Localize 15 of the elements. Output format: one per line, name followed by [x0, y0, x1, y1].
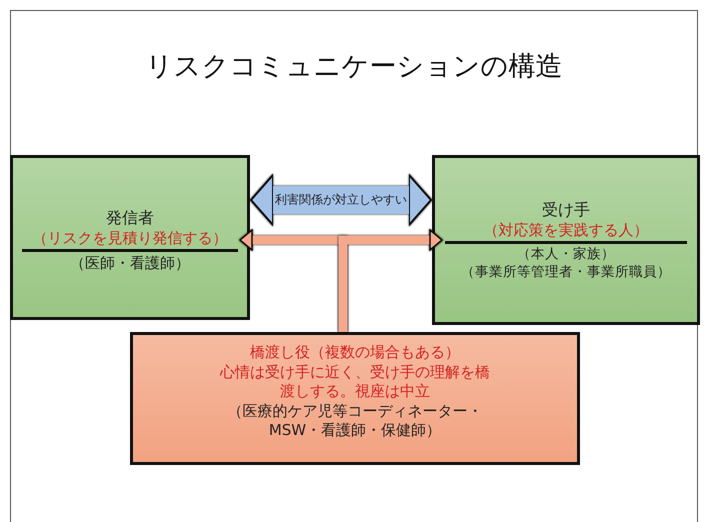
role-title: 受け手	[541, 200, 591, 221]
role-members: （医師・看護師）	[69, 254, 191, 274]
role-members: （医療的ケア児等コーディネーター・MSW・看護師・保健師）	[226, 402, 484, 440]
role-title: 橋渡し役（複数の場合もある）	[249, 343, 461, 362]
bridge-role-box	[130, 332, 580, 465]
role-title: 発信者	[105, 208, 155, 229]
role-members: （事業所等管理者・事業所職員）	[460, 264, 672, 282]
party-box	[10, 155, 250, 320]
diagram-title: リスクコミュニケーションの構造	[144, 50, 564, 84]
role-description: （リスクを見積り発信する）	[32, 228, 228, 248]
role-description: 心情は受け手に近く、受け手の理解を橋渡しする。視座は中立	[218, 362, 491, 402]
role-description: （対応策を実践する人）	[482, 220, 650, 240]
party-box	[432, 155, 700, 325]
role-members: （本人・家族）	[516, 246, 616, 264]
double-block-arrow	[250, 174, 432, 226]
